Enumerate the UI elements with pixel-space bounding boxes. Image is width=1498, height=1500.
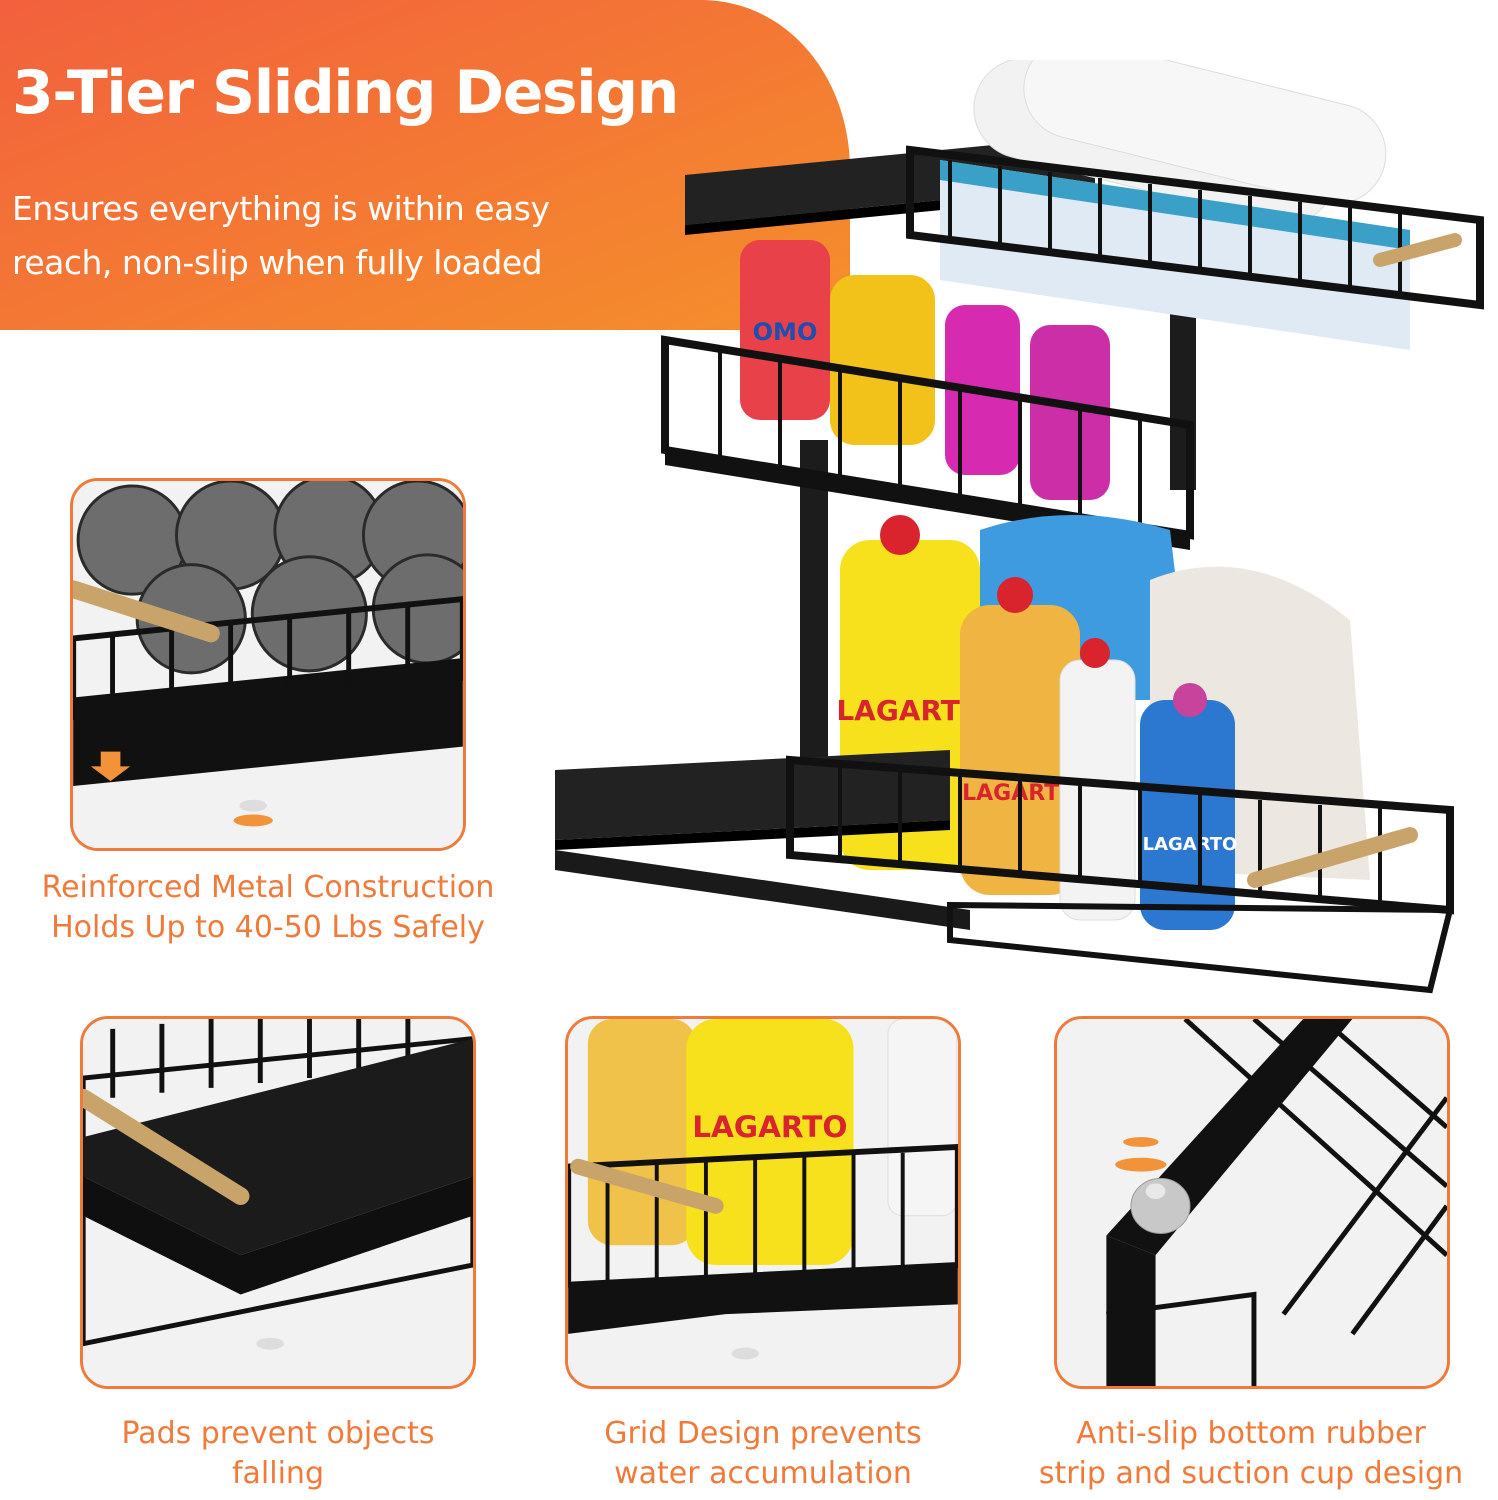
rack-product-image: OMO LAGARTO LAGARTO LAGARTO <box>550 60 1490 1010</box>
caption-grid-design: Grid Design prevents water accumulation <box>565 1414 961 1494</box>
caption-pads-line-1: Pads prevent objects <box>121 1416 435 1451</box>
caption-pads-line-2: falling <box>231 1456 324 1491</box>
headline: 3-Tier Sliding Design <box>12 58 679 128</box>
detail-anti-slip <box>1054 1016 1450 1389</box>
subline-line-1: Ensures everything is within easy <box>12 189 550 228</box>
svg-text:LAGARTO: LAGARTO <box>692 1110 847 1144</box>
label-lagarto-3: LAGARTO <box>1143 834 1238 855</box>
caption-anti-slip: Anti-slip bottom rubber strip and suctio… <box>1004 1414 1498 1494</box>
caption-pads: Pads prevent objects falling <box>80 1414 476 1494</box>
detail-grid-design: LAGARTO <box>565 1016 961 1389</box>
label-omo: OMO <box>753 318 818 346</box>
label-lagarto-1: LAGARTO <box>836 694 983 727</box>
caption-metal-construction: Reinforced Metal Construction Holds Up t… <box>0 868 536 948</box>
caption-grid-line-1: Grid Design prevents <box>604 1416 922 1451</box>
caption-metal-line-1: Reinforced Metal Construction <box>41 870 495 905</box>
subline: Ensures everything is within easy reach,… <box>12 182 652 290</box>
caption-grid-line-2: water accumulation <box>614 1456 912 1491</box>
detail-pads <box>80 1016 476 1389</box>
header-banner <box>0 0 860 330</box>
subline-line-2: reach, non-slip when fully loaded <box>12 243 543 282</box>
caption-anti-slip-line-2: strip and suction cup design <box>1038 1456 1464 1491</box>
caption-anti-slip-line-1: Anti-slip bottom rubber <box>1076 1416 1426 1451</box>
detail-metal-construction <box>70 478 466 851</box>
caption-metal-line-2: Holds Up to 40-50 Lbs Safely <box>51 910 485 945</box>
